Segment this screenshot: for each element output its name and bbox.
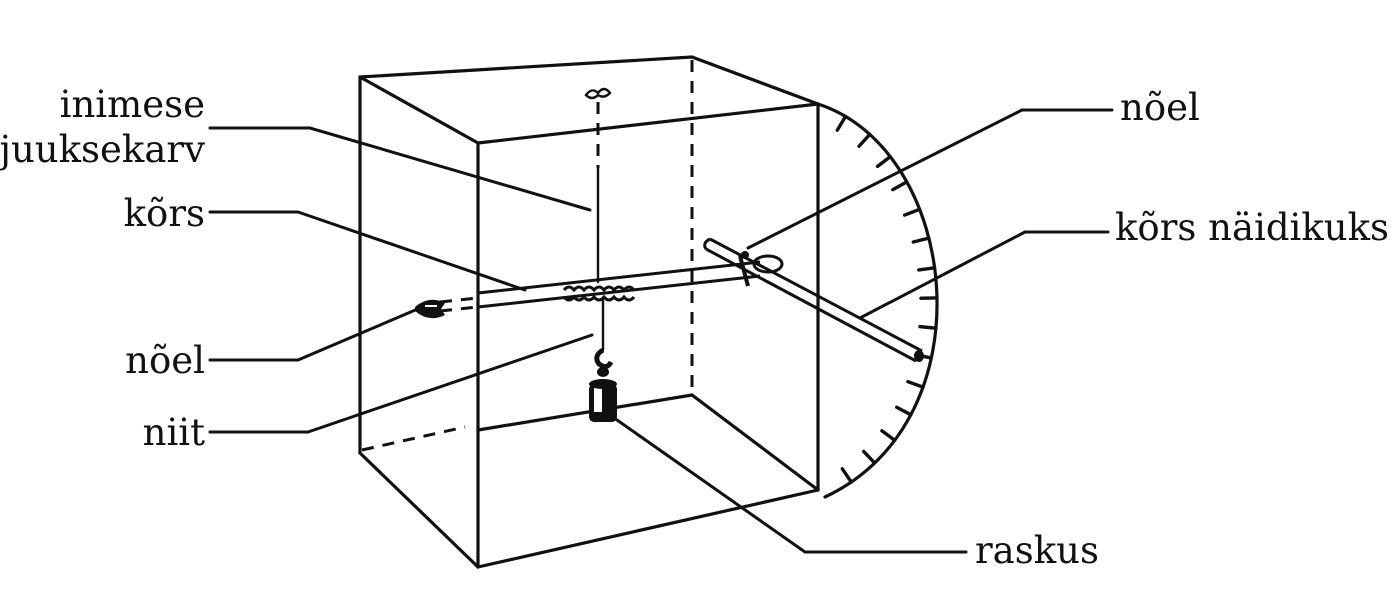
box-floor-inner-edge xyxy=(476,393,694,432)
box-top-back-edge xyxy=(358,55,820,106)
label-cork-pointer: kõrs näidikuks xyxy=(1115,206,1389,249)
hair-assembly xyxy=(584,87,612,284)
pointer-bottom-edge xyxy=(705,247,917,363)
pivot-ring xyxy=(752,254,784,274)
scale-tick xyxy=(835,114,848,132)
pivot-pin xyxy=(738,255,750,287)
scale-tick xyxy=(861,449,877,465)
scale-tick xyxy=(875,154,892,169)
scale-tick xyxy=(918,324,938,330)
scale-tick xyxy=(911,236,931,244)
straw-bottom-edge xyxy=(477,274,761,309)
box-bottom-left-edge xyxy=(358,451,480,569)
box-floor-right-edge xyxy=(690,393,820,492)
labels: inimese juuksekarv kõrs nõel niit nõel k… xyxy=(0,83,1389,572)
scale-tick xyxy=(917,266,937,272)
scale-tick xyxy=(906,379,925,389)
leader-needle-left xyxy=(208,306,422,362)
label-human-hair-line2: juuksekarv xyxy=(0,128,205,171)
box-top-left-edge xyxy=(358,75,480,145)
hair-top-knot xyxy=(584,87,612,100)
scale-ticks xyxy=(835,114,939,484)
label-needle-right: nõel xyxy=(1120,86,1200,129)
box-front-top-edge xyxy=(476,102,820,145)
horizontal-straw xyxy=(439,260,761,313)
scale-tick xyxy=(903,207,922,217)
leader-cork-left xyxy=(208,210,527,292)
weight-body xyxy=(589,384,617,422)
thread-hook xyxy=(594,347,614,370)
scale-tick xyxy=(880,429,897,443)
hair-coil xyxy=(562,285,636,302)
label-cork-left: kõrs xyxy=(124,192,205,235)
leader-weight xyxy=(615,418,968,554)
left-needle-icon xyxy=(415,299,445,319)
thread-knot xyxy=(597,367,609,377)
straw-top-edge xyxy=(477,260,761,295)
box-frame xyxy=(358,55,820,569)
box-floor-back-hidden-edge xyxy=(361,425,466,452)
leader-human-hair xyxy=(208,126,592,212)
leader-needle-right xyxy=(746,108,1114,250)
leader-lines xyxy=(208,108,1114,554)
thread-and-weight xyxy=(589,298,617,422)
scale-tick xyxy=(857,132,872,148)
leader-cork-pointer xyxy=(858,230,1110,320)
pointer-top-edge xyxy=(709,237,923,353)
label-weight: raskus xyxy=(975,529,1099,572)
pointer-straw xyxy=(703,237,924,363)
scale-dial xyxy=(816,102,939,499)
scale-tick xyxy=(840,467,853,484)
label-thread: niit xyxy=(143,411,205,454)
weight-highlight xyxy=(594,388,602,412)
pointer-tip xyxy=(914,350,924,362)
label-human-hair-line1: inimese xyxy=(60,83,205,126)
straw-hidden-left xyxy=(439,296,479,304)
right-needle-icon xyxy=(738,251,784,287)
leader-thread xyxy=(208,333,594,434)
straw-hidden-left-lower xyxy=(439,305,479,313)
scale-tick xyxy=(895,405,913,417)
label-needle-left: nõel xyxy=(125,339,205,382)
box-front-bottom-edge xyxy=(476,488,820,569)
left-needle-head xyxy=(415,299,445,319)
scale-tick xyxy=(891,180,909,192)
